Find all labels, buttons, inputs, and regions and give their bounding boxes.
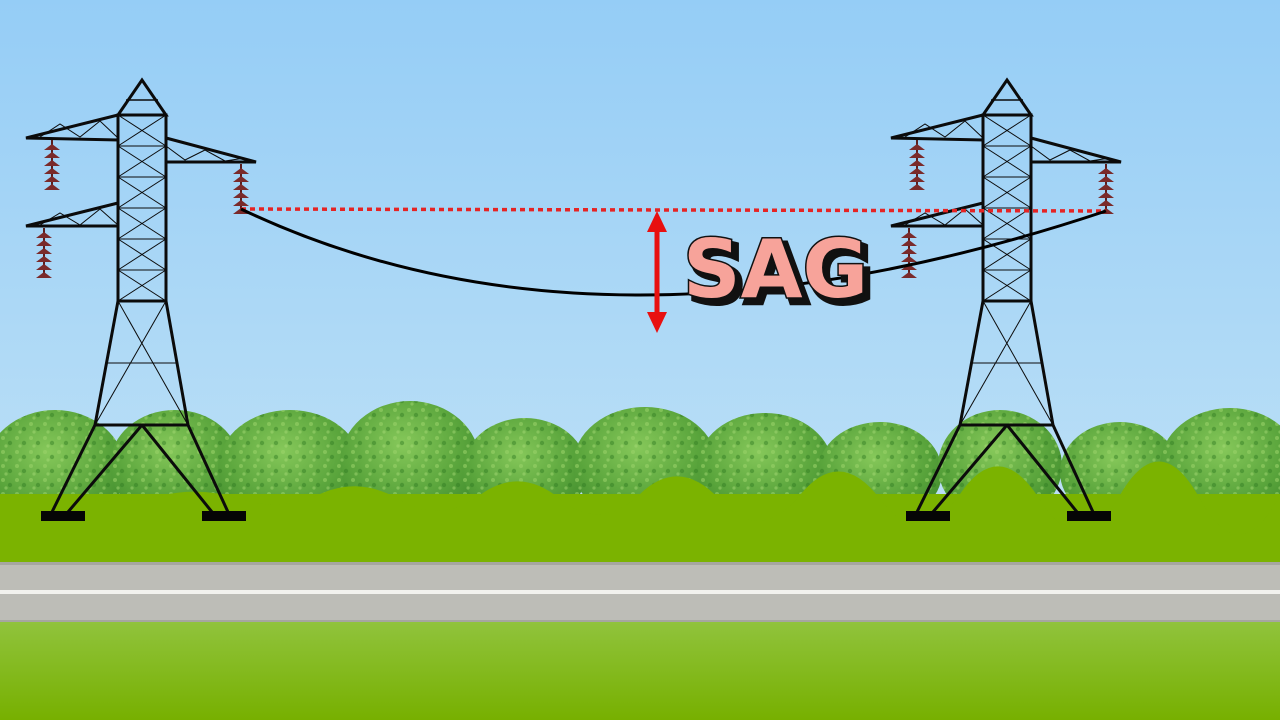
transmission-tower-icon — [890, 77, 1122, 521]
insulator-icon — [909, 140, 925, 190]
conductor-line — [240, 207, 1107, 297]
lower-grass — [0, 622, 1280, 720]
double-arrow-icon — [647, 211, 667, 333]
road-edge-bottom — [0, 620, 1280, 622]
road-center-line — [0, 590, 1280, 594]
sag-label: SAG — [683, 223, 868, 316]
sag-label-shadow: SAG — [688, 228, 873, 321]
support-reference-line — [240, 207, 1107, 213]
insulator-icon — [901, 228, 917, 278]
transmission-tower-icon — [25, 77, 257, 521]
insulator-icon — [44, 140, 60, 190]
road-edge-top — [0, 562, 1280, 565]
grass-edge — [0, 461, 1280, 535]
insulator-icon — [36, 228, 52, 278]
